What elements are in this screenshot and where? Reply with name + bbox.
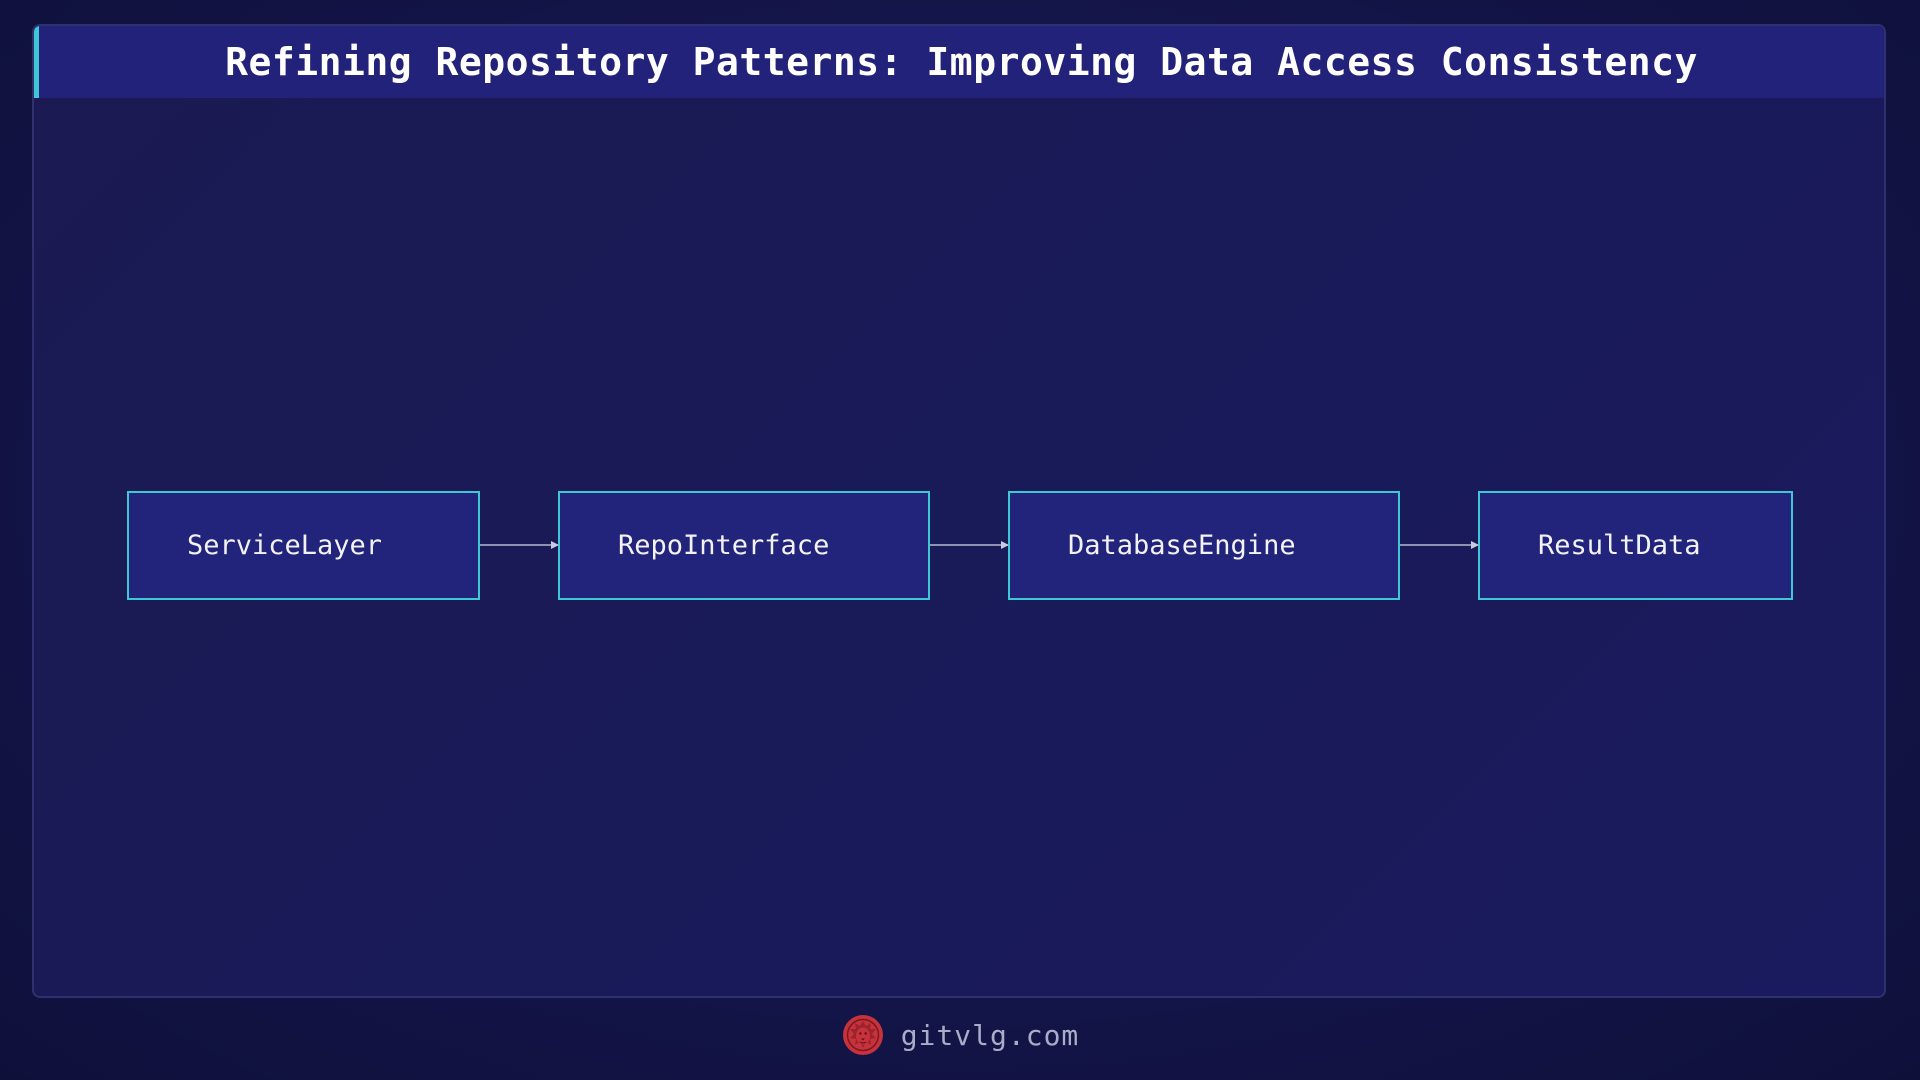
footer: gitvlg.com [0,1010,1920,1060]
node-result-data: ResultData [1478,491,1793,600]
footer-site-label[interactable]: gitvlg.com [900,1018,1080,1052]
node-service-layer: ServiceLayer [127,491,480,600]
lion-logo-icon [842,1015,883,1055]
node-label: ResultData [1538,530,1701,561]
node-label: DatabaseEngine [1068,530,1296,561]
node-repo-interface: RepoInterface [558,491,930,600]
node-database-engine: DatabaseEngine [1008,491,1400,600]
node-label: ServiceLayer [187,530,383,561]
node-label: RepoInterface [618,530,830,561]
title-bar: Refining Repository Patterns: Improving … [34,26,1884,98]
page-title: Refining Repository Patterns: Improving … [225,40,1698,84]
